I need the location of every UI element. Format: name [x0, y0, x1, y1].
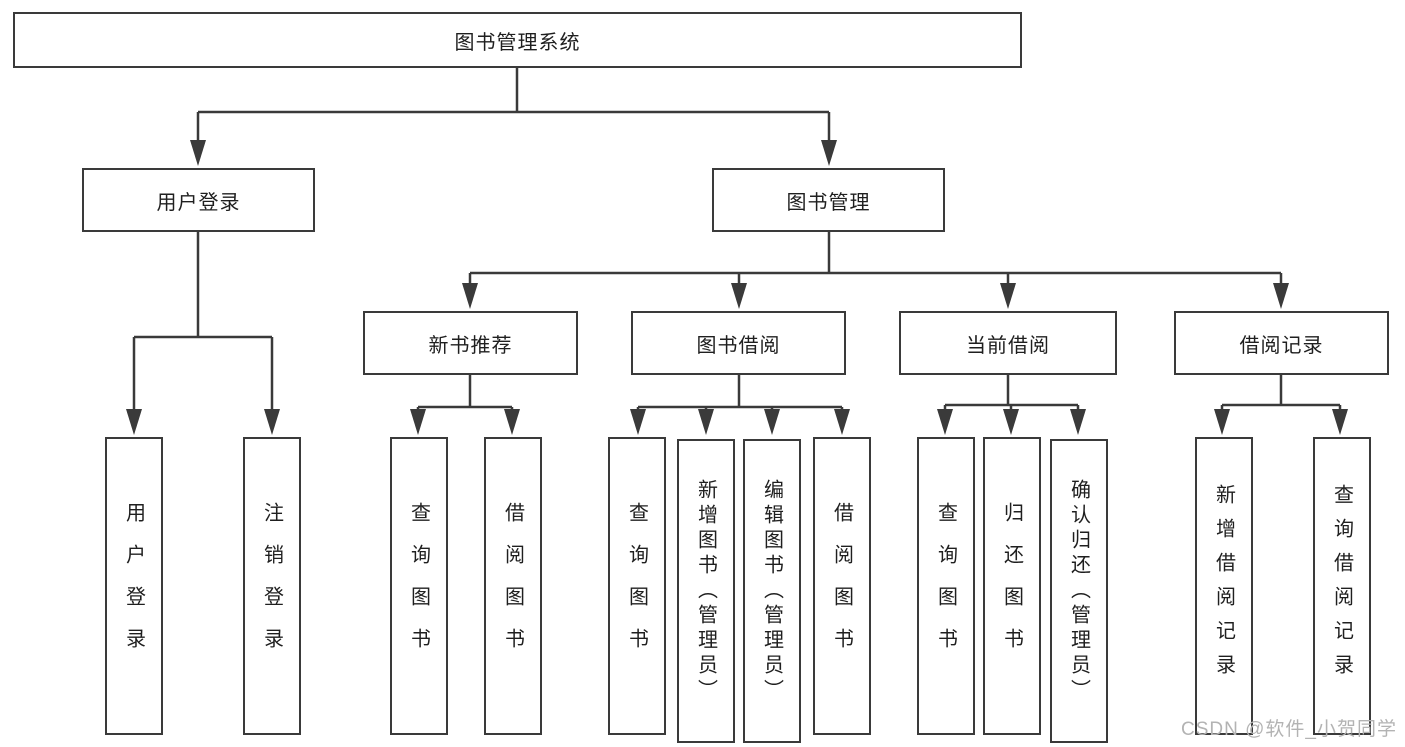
node-current-borrow: 当前借阅	[899, 311, 1117, 375]
node-user-login: 用户登录	[82, 168, 315, 232]
leaf-borrow-borrow-book: 借阅图书	[813, 437, 871, 735]
tree-edges	[132, 68, 1342, 410]
leaf-records-query-record: 查询借阅记录	[1313, 437, 1371, 735]
leaf-current-return-book: 归还图书	[983, 437, 1041, 735]
leaf-records-add-record: 新增借阅记录	[1195, 437, 1253, 735]
leaf-current-confirm-return-admin: 确认归还（管理员）	[1050, 439, 1108, 743]
node-book-management: 图书管理	[712, 168, 945, 232]
node-library-system: 图书管理系统	[13, 12, 1022, 68]
leaf-recommend-borrow-book: 借阅图书	[484, 437, 542, 735]
leaf-current-query-book: 查询图书	[917, 437, 975, 735]
leaf-user-login: 用户登录	[105, 437, 163, 735]
arrowheads	[126, 140, 1348, 435]
watermark: CSDN @软件_小贺同学	[1181, 719, 1397, 740]
node-borrow-records: 借阅记录	[1174, 311, 1389, 375]
leaf-logout: 注销登录	[243, 437, 301, 735]
leaf-borrow-query-book: 查询图书	[608, 437, 666, 735]
node-new-book-recommend: 新书推荐	[363, 311, 578, 375]
leaf-borrow-add-book-admin: 新增图书（管理员）	[677, 439, 735, 743]
node-book-borrow: 图书借阅	[631, 311, 846, 375]
leaf-recommend-query-book: 查询图书	[390, 437, 448, 735]
leaf-borrow-edit-book-admin: 编辑图书（管理员）	[743, 439, 801, 743]
